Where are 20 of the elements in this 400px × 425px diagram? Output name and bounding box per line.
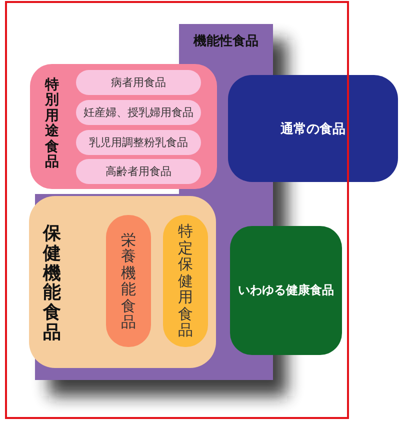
subcategory-pill: [106, 215, 151, 347]
food-category-box: [230, 226, 342, 355]
subcategory-pill: [76, 70, 201, 95]
subcategory-label: 高齢者用食品: [106, 164, 172, 179]
category-box: [30, 64, 217, 189]
subcategory-label: 病者用食品: [111, 75, 166, 90]
category-title: 保健機能食品: [43, 224, 61, 343]
subcategory-label: 乳児用調整粉乳食品: [89, 135, 188, 150]
subcategory-label: 栄養機能食品: [121, 232, 136, 330]
category-label: いわゆる健康食品: [238, 282, 334, 299]
subcategory-pill: [163, 215, 208, 347]
panel-heading: 機能性食品: [192, 33, 260, 50]
subcategory-pill: [76, 130, 201, 155]
subcategory-label: 特定保健用食品: [178, 223, 193, 339]
subcategory-pill: [76, 159, 201, 184]
category-title: 特別用途食品: [45, 78, 59, 170]
subcategory-pill: [76, 100, 201, 125]
subcategory-label: 妊産婦、授乳婦用食品: [84, 105, 194, 120]
category-label: 通常の食品: [280, 120, 346, 138]
food-category-box: [228, 75, 398, 182]
